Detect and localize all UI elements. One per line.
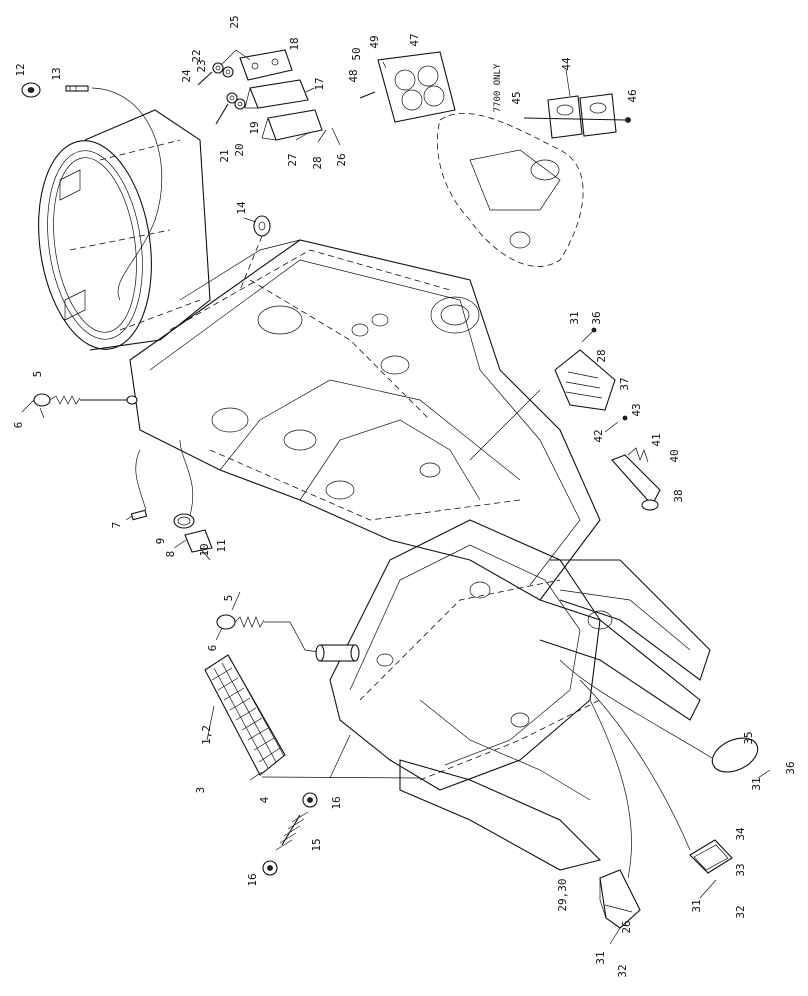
leader-17 [305, 87, 315, 93]
callout-label: 31 [690, 899, 703, 912]
latch-assembly [604, 415, 661, 511]
part-8-cover [184, 529, 213, 561]
callout-label: 25 [228, 15, 241, 28]
callout-label: 37 [618, 377, 631, 390]
callout-label: 22 [190, 49, 203, 62]
callout-label: 1,2 [200, 725, 213, 745]
callout-label: 50 [350, 47, 363, 60]
callout-label: 3 [194, 787, 207, 794]
callout-label: 21 [218, 149, 231, 162]
callout-label: 36 [590, 311, 603, 324]
callout-label: 11 [215, 539, 228, 552]
bracket-18 [239, 49, 293, 81]
model-note: 7700 ONLY [493, 63, 503, 112]
bin-29-30 [589, 699, 641, 929]
washers-20 [215, 92, 246, 125]
callout-label: 26 [620, 920, 633, 933]
callout-label: 28 [595, 349, 608, 362]
callout-leaders [21, 217, 771, 945]
nut-16b [262, 860, 278, 876]
part-14-bearing [239, 215, 271, 291]
callout-labels: 12 13 24 23 22 25 18 21 20 19 17 27 28 2… [12, 15, 797, 977]
callout-label: 48 [347, 69, 360, 82]
callout-label: 6 [12, 422, 25, 429]
callout-label: 18 [288, 37, 301, 50]
callout-label: 16 [330, 796, 343, 809]
callout-label: 33 [734, 863, 747, 876]
callout-label: 20 [233, 143, 246, 156]
callout-label: 6 [206, 645, 219, 652]
callout-label: 24 [180, 69, 193, 83]
callout-label: 28 [311, 156, 324, 169]
callout-label: 32 [734, 905, 747, 918]
nut-16a [302, 792, 318, 808]
callout-label: 15 [310, 838, 323, 851]
leader-25b [235, 49, 251, 61]
filter-screen [204, 654, 421, 779]
callout-label: 8 [164, 551, 177, 558]
callout-label: 34 [734, 827, 747, 841]
callout-label: 10 [198, 543, 211, 556]
plate-47 [359, 51, 456, 123]
assembly-7700 [436, 113, 584, 267]
leader-25a [221, 49, 237, 65]
bracket-19 [261, 109, 323, 141]
callout-label: 41 [650, 433, 663, 446]
leader-27 [295, 131, 311, 141]
part-9-oring [173, 439, 195, 529]
callout-label: 5 [222, 595, 235, 602]
callout-label: 9 [154, 538, 167, 545]
main-frame [129, 239, 711, 871]
spring-15 [275, 811, 309, 851]
spring-assembly-upper [33, 393, 138, 407]
grille-37 [469, 327, 616, 461]
callout-label: 7 [110, 522, 123, 529]
callout-label: 35 [742, 731, 755, 744]
leader-44 [565, 69, 571, 97]
drum-assembly [38, 109, 211, 351]
callout-label: 17 [313, 77, 326, 90]
callout-label: 36 [784, 761, 797, 774]
callout-label: 19 [248, 121, 261, 134]
washers-22-23 [197, 62, 234, 86]
callout-label: 31 [568, 311, 581, 324]
callout-label: 4 [258, 796, 271, 803]
callout-label: 13 [50, 67, 63, 80]
callout-label: 49 [368, 35, 381, 48]
callout-label: 29,30 [556, 878, 569, 911]
bracket-17 [244, 79, 309, 109]
callout-label: 32 [616, 964, 629, 977]
callout-label: 5 [31, 371, 44, 378]
leader-13 [91, 87, 163, 301]
callout-label: 14 [235, 201, 248, 215]
callout-label: 46 [626, 89, 639, 102]
callout-label: 31 [594, 951, 607, 964]
callout-label: 12 [14, 63, 27, 76]
callout-label: 27 [286, 153, 299, 166]
callout-label: 26 [335, 153, 348, 166]
callout-label: 31 [750, 777, 763, 790]
callout-label: 43 [630, 403, 643, 416]
part-12-cap [21, 82, 41, 98]
leader-49 [382, 61, 387, 69]
part-7-key [130, 449, 148, 521]
gasket-35 [559, 659, 759, 773]
callout-label: 16 [246, 873, 259, 886]
callout-label: 45 [510, 91, 523, 104]
bracket-44 [523, 93, 631, 139]
leader-28 [317, 129, 327, 143]
callout-label: 40 [668, 449, 681, 462]
callout-label: 38 [672, 489, 685, 502]
callout-label: 23 [195, 59, 208, 72]
leader-26 [331, 127, 341, 146]
callout-label: 44 [560, 57, 573, 71]
callout-label: 42 [592, 429, 605, 442]
callout-label: 47 [408, 33, 421, 46]
part-13-pin [65, 85, 89, 92]
plate-33-34 [579, 679, 733, 874]
spring-assembly-lower [216, 614, 360, 662]
